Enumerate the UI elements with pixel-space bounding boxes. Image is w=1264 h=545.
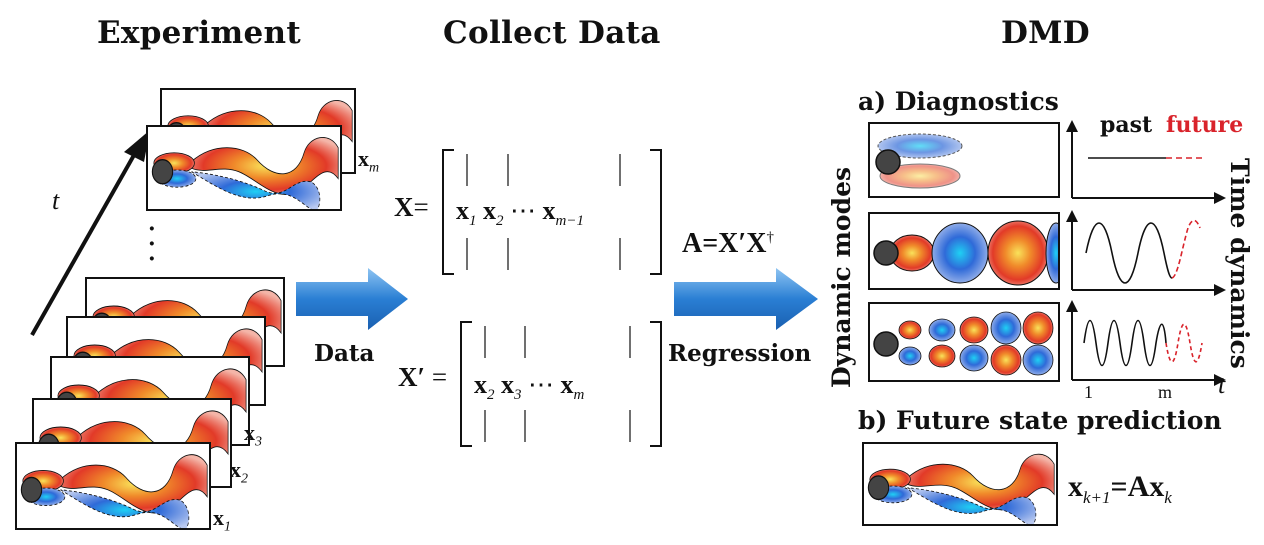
- snapshot-label-3: x3: [244, 420, 262, 450]
- snapshot-frame-1: [15, 442, 211, 530]
- matrix-x-columns: x1 x2 ⋯ xm−1: [456, 196, 584, 230]
- prediction-equation: xk+1=Axk: [1068, 470, 1172, 507]
- matrix-xprime-brackets: [460, 321, 662, 447]
- data-arrow-icon: [296, 268, 408, 330]
- past-label: past: [1100, 112, 1153, 138]
- time-axis-t: t: [1218, 370, 1226, 399]
- matrix-x-name: X=: [394, 192, 429, 222]
- data-label: Data: [314, 340, 375, 367]
- heading-experiment: Experiment: [97, 15, 302, 51]
- ellipsis-dots: ···: [148, 216, 156, 272]
- time-arrow-icon: [30, 130, 150, 336]
- snapshot-label-1: x1: [213, 505, 231, 535]
- time-axis-label: t: [52, 186, 60, 215]
- matrix-xprime-columns: x2 x3 ⋯ xm: [474, 370, 585, 404]
- mode-frame-3: [868, 302, 1060, 382]
- diagnostics-title: a) Diagnostics: [858, 87, 1059, 116]
- heading-dmd: DMD: [1001, 15, 1090, 51]
- regression-label: Regression: [668, 340, 812, 367]
- tick-m: m: [1158, 382, 1173, 402]
- regression-arrow-icon: [674, 268, 818, 330]
- matrix-x-brackets: [442, 149, 662, 275]
- snapshot-label-m: xm: [358, 146, 380, 176]
- mode-frame-1: [868, 122, 1060, 198]
- heading-collect-data: Collect Data: [443, 15, 661, 51]
- mode-frame-2: [868, 212, 1060, 290]
- time-dynamics-label: Time dynamics: [1225, 158, 1254, 369]
- future-label: future: [1166, 112, 1244, 138]
- regression-equation: A=X′X†: [682, 228, 774, 259]
- prediction-frame: [862, 442, 1058, 526]
- snapshot-label-2: x2: [230, 457, 248, 487]
- snapshot-frame-m: [146, 125, 342, 211]
- tick-1: 1: [1084, 382, 1093, 402]
- matrix-xprime-name: X′ =: [398, 362, 448, 392]
- dynamic-modes-label: Dynamic modes: [827, 166, 856, 388]
- time-dynamics-plots: [1066, 120, 1226, 386]
- prediction-title: b) Future state prediction: [858, 406, 1222, 435]
